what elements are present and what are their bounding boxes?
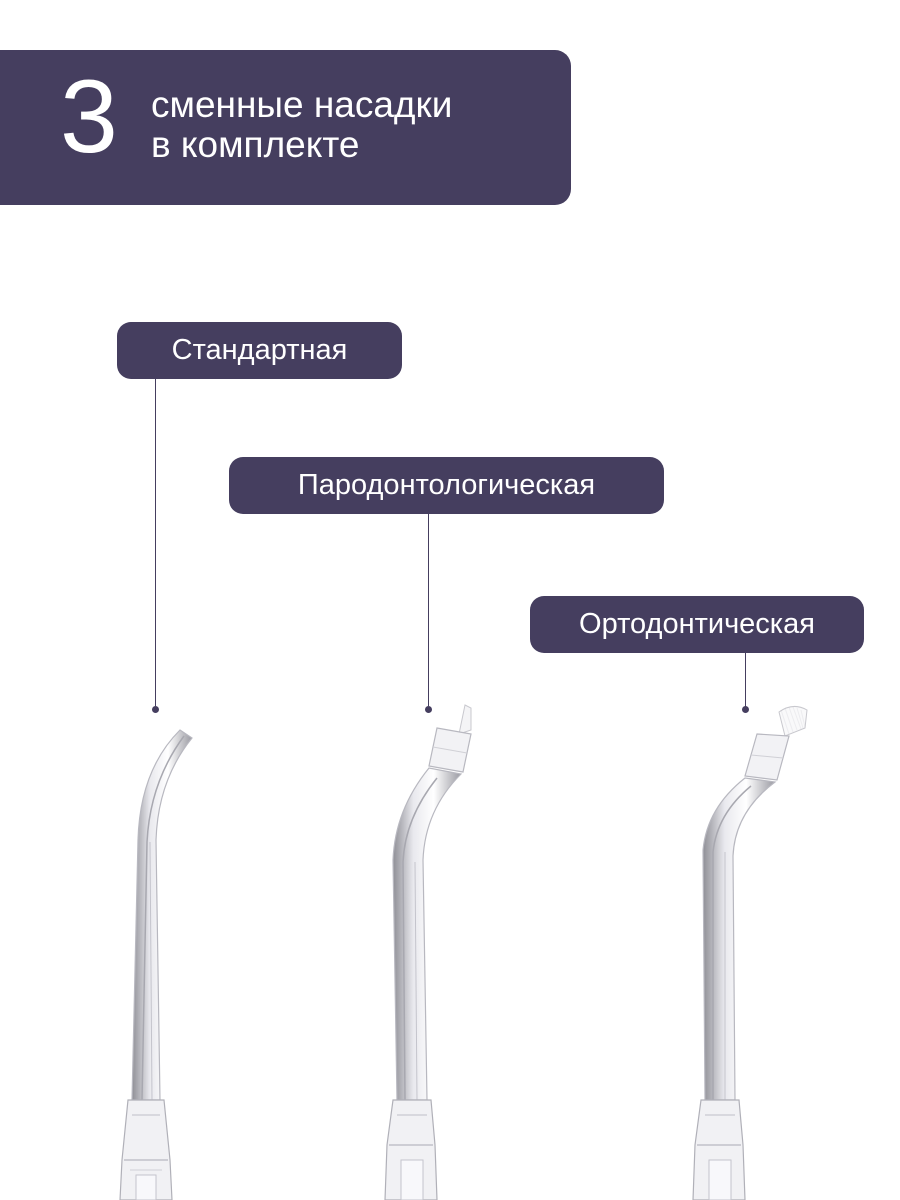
banner-number: 3 bbox=[60, 59, 118, 175]
leader-line-orthodontic bbox=[745, 652, 746, 707]
label-standard: Стандартная bbox=[117, 322, 402, 379]
leader-line-periodontal bbox=[428, 514, 429, 706]
banner-text: сменные насадки в комплекте bbox=[151, 85, 452, 165]
periodontal-nozzle-icon bbox=[384, 704, 472, 1200]
standard-nozzle-icon bbox=[119, 729, 193, 1200]
header-banner bbox=[0, 50, 571, 205]
pointer-dot-standard bbox=[152, 706, 159, 713]
pointer-dot-periodontal bbox=[425, 706, 432, 713]
pointer-dot-orthodontic bbox=[742, 706, 749, 713]
banner-line-1: сменные насадки bbox=[151, 84, 453, 125]
leader-line-standard bbox=[155, 379, 156, 706]
label-periodontal: Пародонтологическая bbox=[229, 457, 664, 514]
label-orthodontic: Ортодонтическая bbox=[530, 596, 864, 653]
banner-line-2: в комплекте bbox=[151, 124, 360, 165]
orthodontic-nozzle-icon bbox=[692, 706, 808, 1200]
